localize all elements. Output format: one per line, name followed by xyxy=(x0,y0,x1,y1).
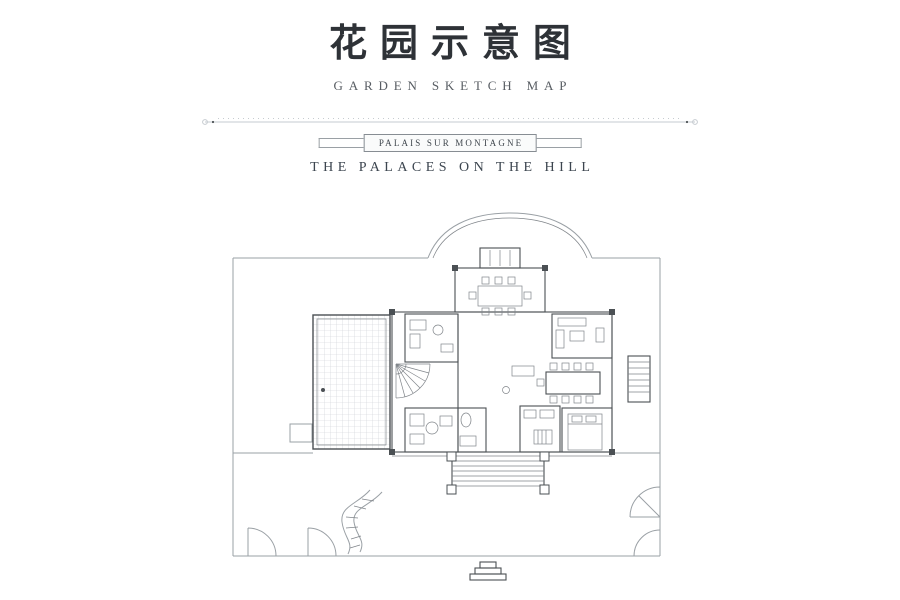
property-boundary xyxy=(232,212,661,557)
page-header: 花园示意图 GARDEN SKETCH MAP xyxy=(0,0,900,94)
ornamental-divider xyxy=(202,118,698,125)
hall-dining-furniture xyxy=(468,276,532,316)
page-subtitle: GARDEN SKETCH MAP xyxy=(333,78,573,93)
garden-path xyxy=(341,489,383,555)
pool-terrace xyxy=(312,314,391,450)
spiral-stair xyxy=(395,363,431,399)
building-walls xyxy=(389,247,615,457)
page-title: 花园示意图 xyxy=(329,20,584,65)
dining-table-set xyxy=(536,362,601,404)
room-furniture xyxy=(409,317,605,451)
project-name: THE PALACES ON THE HILL xyxy=(310,160,595,175)
ribbon-label: PALAIS SUR MONTAGNE xyxy=(363,134,537,152)
ribbon-right-wing xyxy=(536,138,582,148)
front-steps xyxy=(446,451,550,495)
bottom-podium xyxy=(469,561,507,581)
ribbon-banner: PALAIS SUR MONTAGNE xyxy=(318,134,582,152)
right-stair xyxy=(627,355,651,403)
ribbon-left-wing xyxy=(318,138,364,148)
